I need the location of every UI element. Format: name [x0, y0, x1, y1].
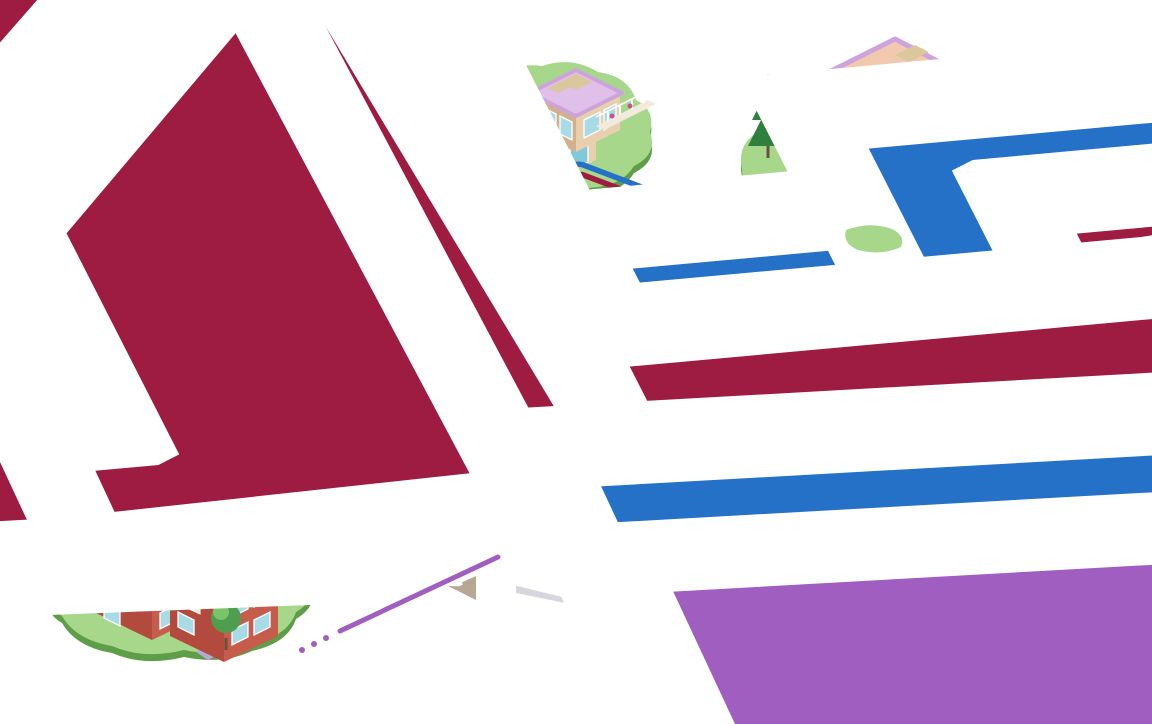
- tree-conifer: [748, 74, 788, 158]
- balcony-ledge: [596, 100, 656, 130]
- island-corner-overlay: [845, 225, 903, 253]
- fuel-feed-line: [299, 231, 1152, 724]
